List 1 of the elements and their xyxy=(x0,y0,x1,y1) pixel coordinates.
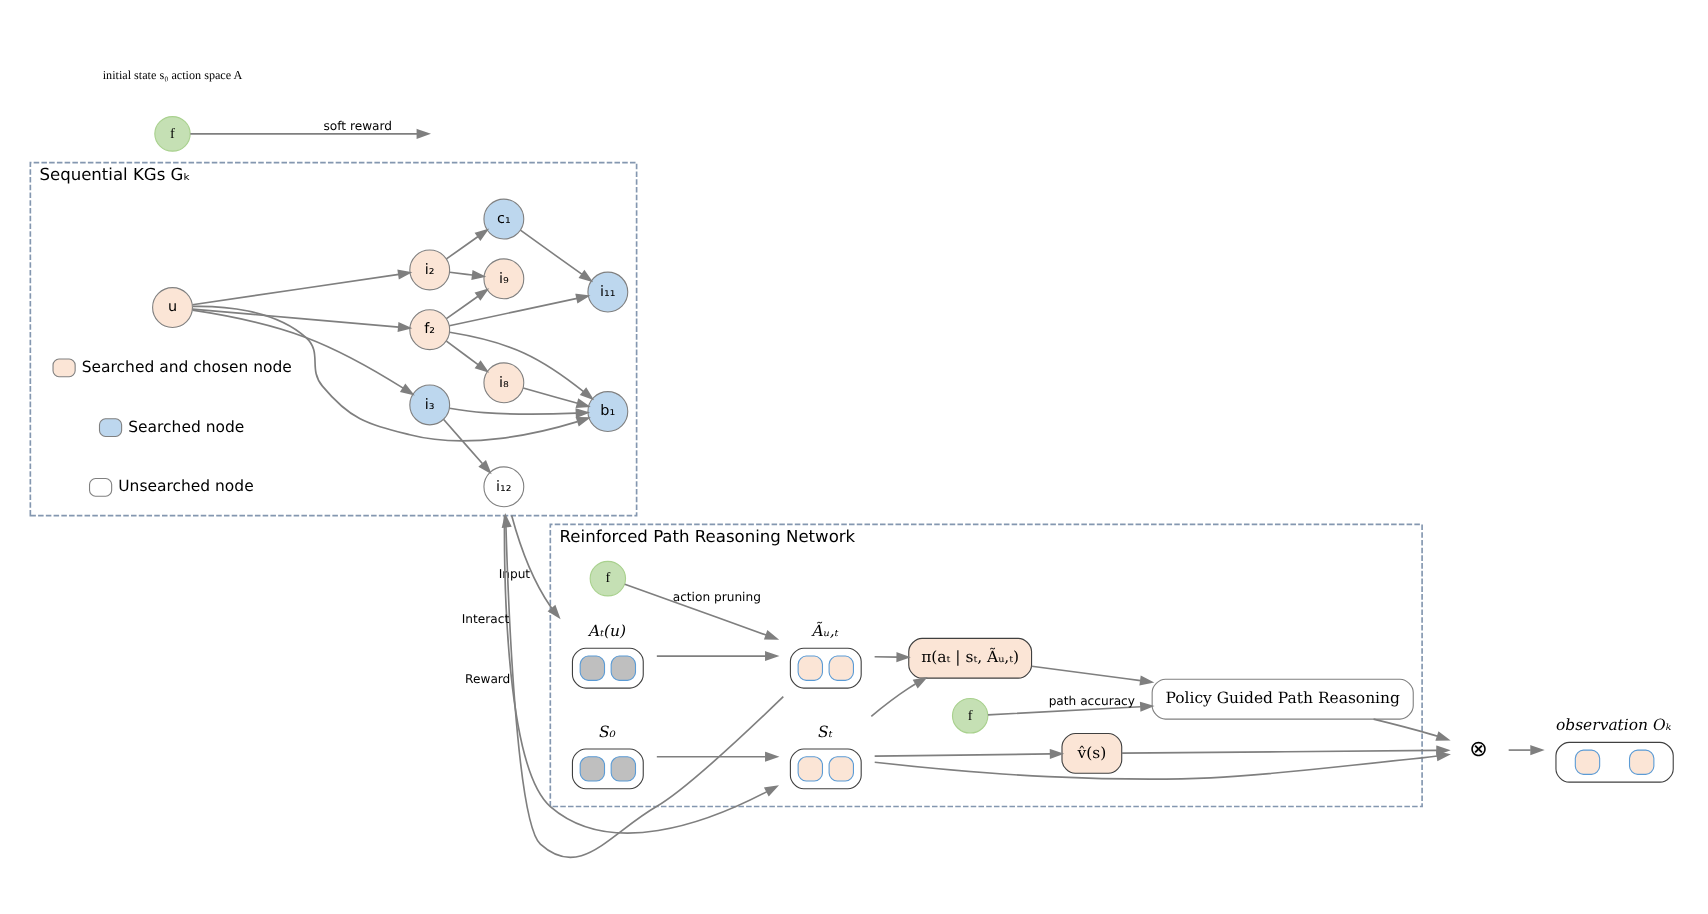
node-text: ⊗ xyxy=(1469,735,1488,762)
